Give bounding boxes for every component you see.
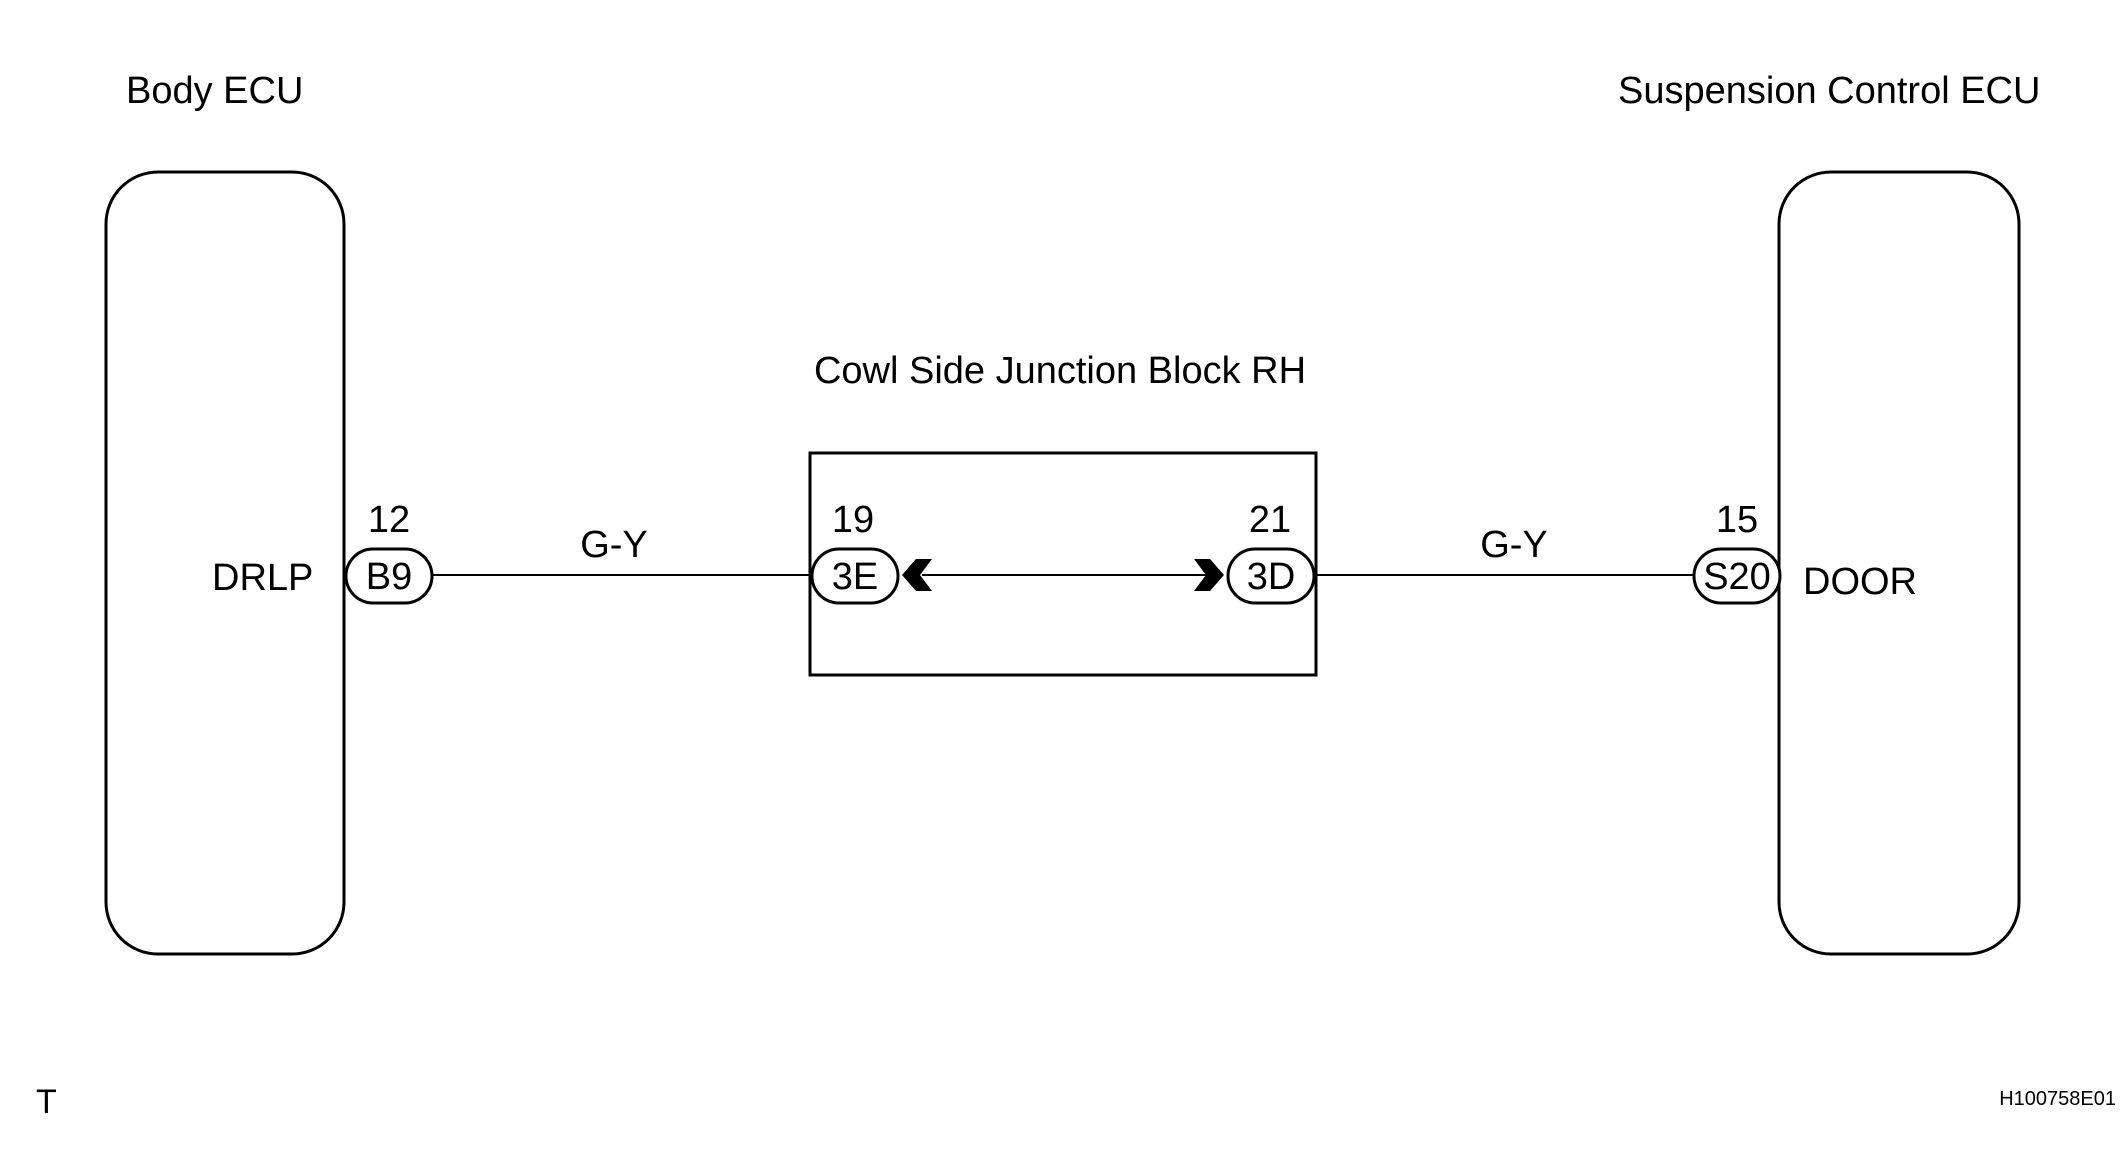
junction-block-title: Cowl Side Junction Block RH [814,350,1306,392]
connector-3d [1226,547,1316,605]
connector-3d-arrow-icon [1194,559,1224,591]
connector-b9 [344,547,434,605]
connector-s20 [1692,547,1782,605]
wire-left-color-code: G-Y [580,524,648,566]
body-ecu-box [104,170,346,956]
connector-s20-pin: 15 [1716,499,1758,541]
body-ecu-title: Body ECU [126,70,303,112]
drlp-terminal-label: DRLP [212,557,313,599]
wire-right-color-code: G-Y [1480,524,1548,566]
footer-mark: T [36,1083,57,1121]
connector-3d-pin: 21 [1249,499,1291,541]
suspension-ecu-box [1777,170,2021,956]
connector-b9-code: B9 [366,556,412,598]
connector-3e-pin: 19 [832,499,874,541]
suspension-ecu-title: Suspension Control ECU [1618,70,2040,112]
junction-block-box [808,451,1318,677]
connector-b9-pin: 12 [368,499,410,541]
connector-3e-arrow-icon [902,559,932,591]
connector-3d-code: 3D [1247,556,1296,598]
door-terminal-label: DOOR [1803,561,1917,603]
figure-id: H100758E01 [1999,1088,2116,1110]
connector-s20-code: S20 [1703,556,1771,598]
connector-3e [810,547,900,605]
connector-3e-code: 3E [832,556,878,598]
